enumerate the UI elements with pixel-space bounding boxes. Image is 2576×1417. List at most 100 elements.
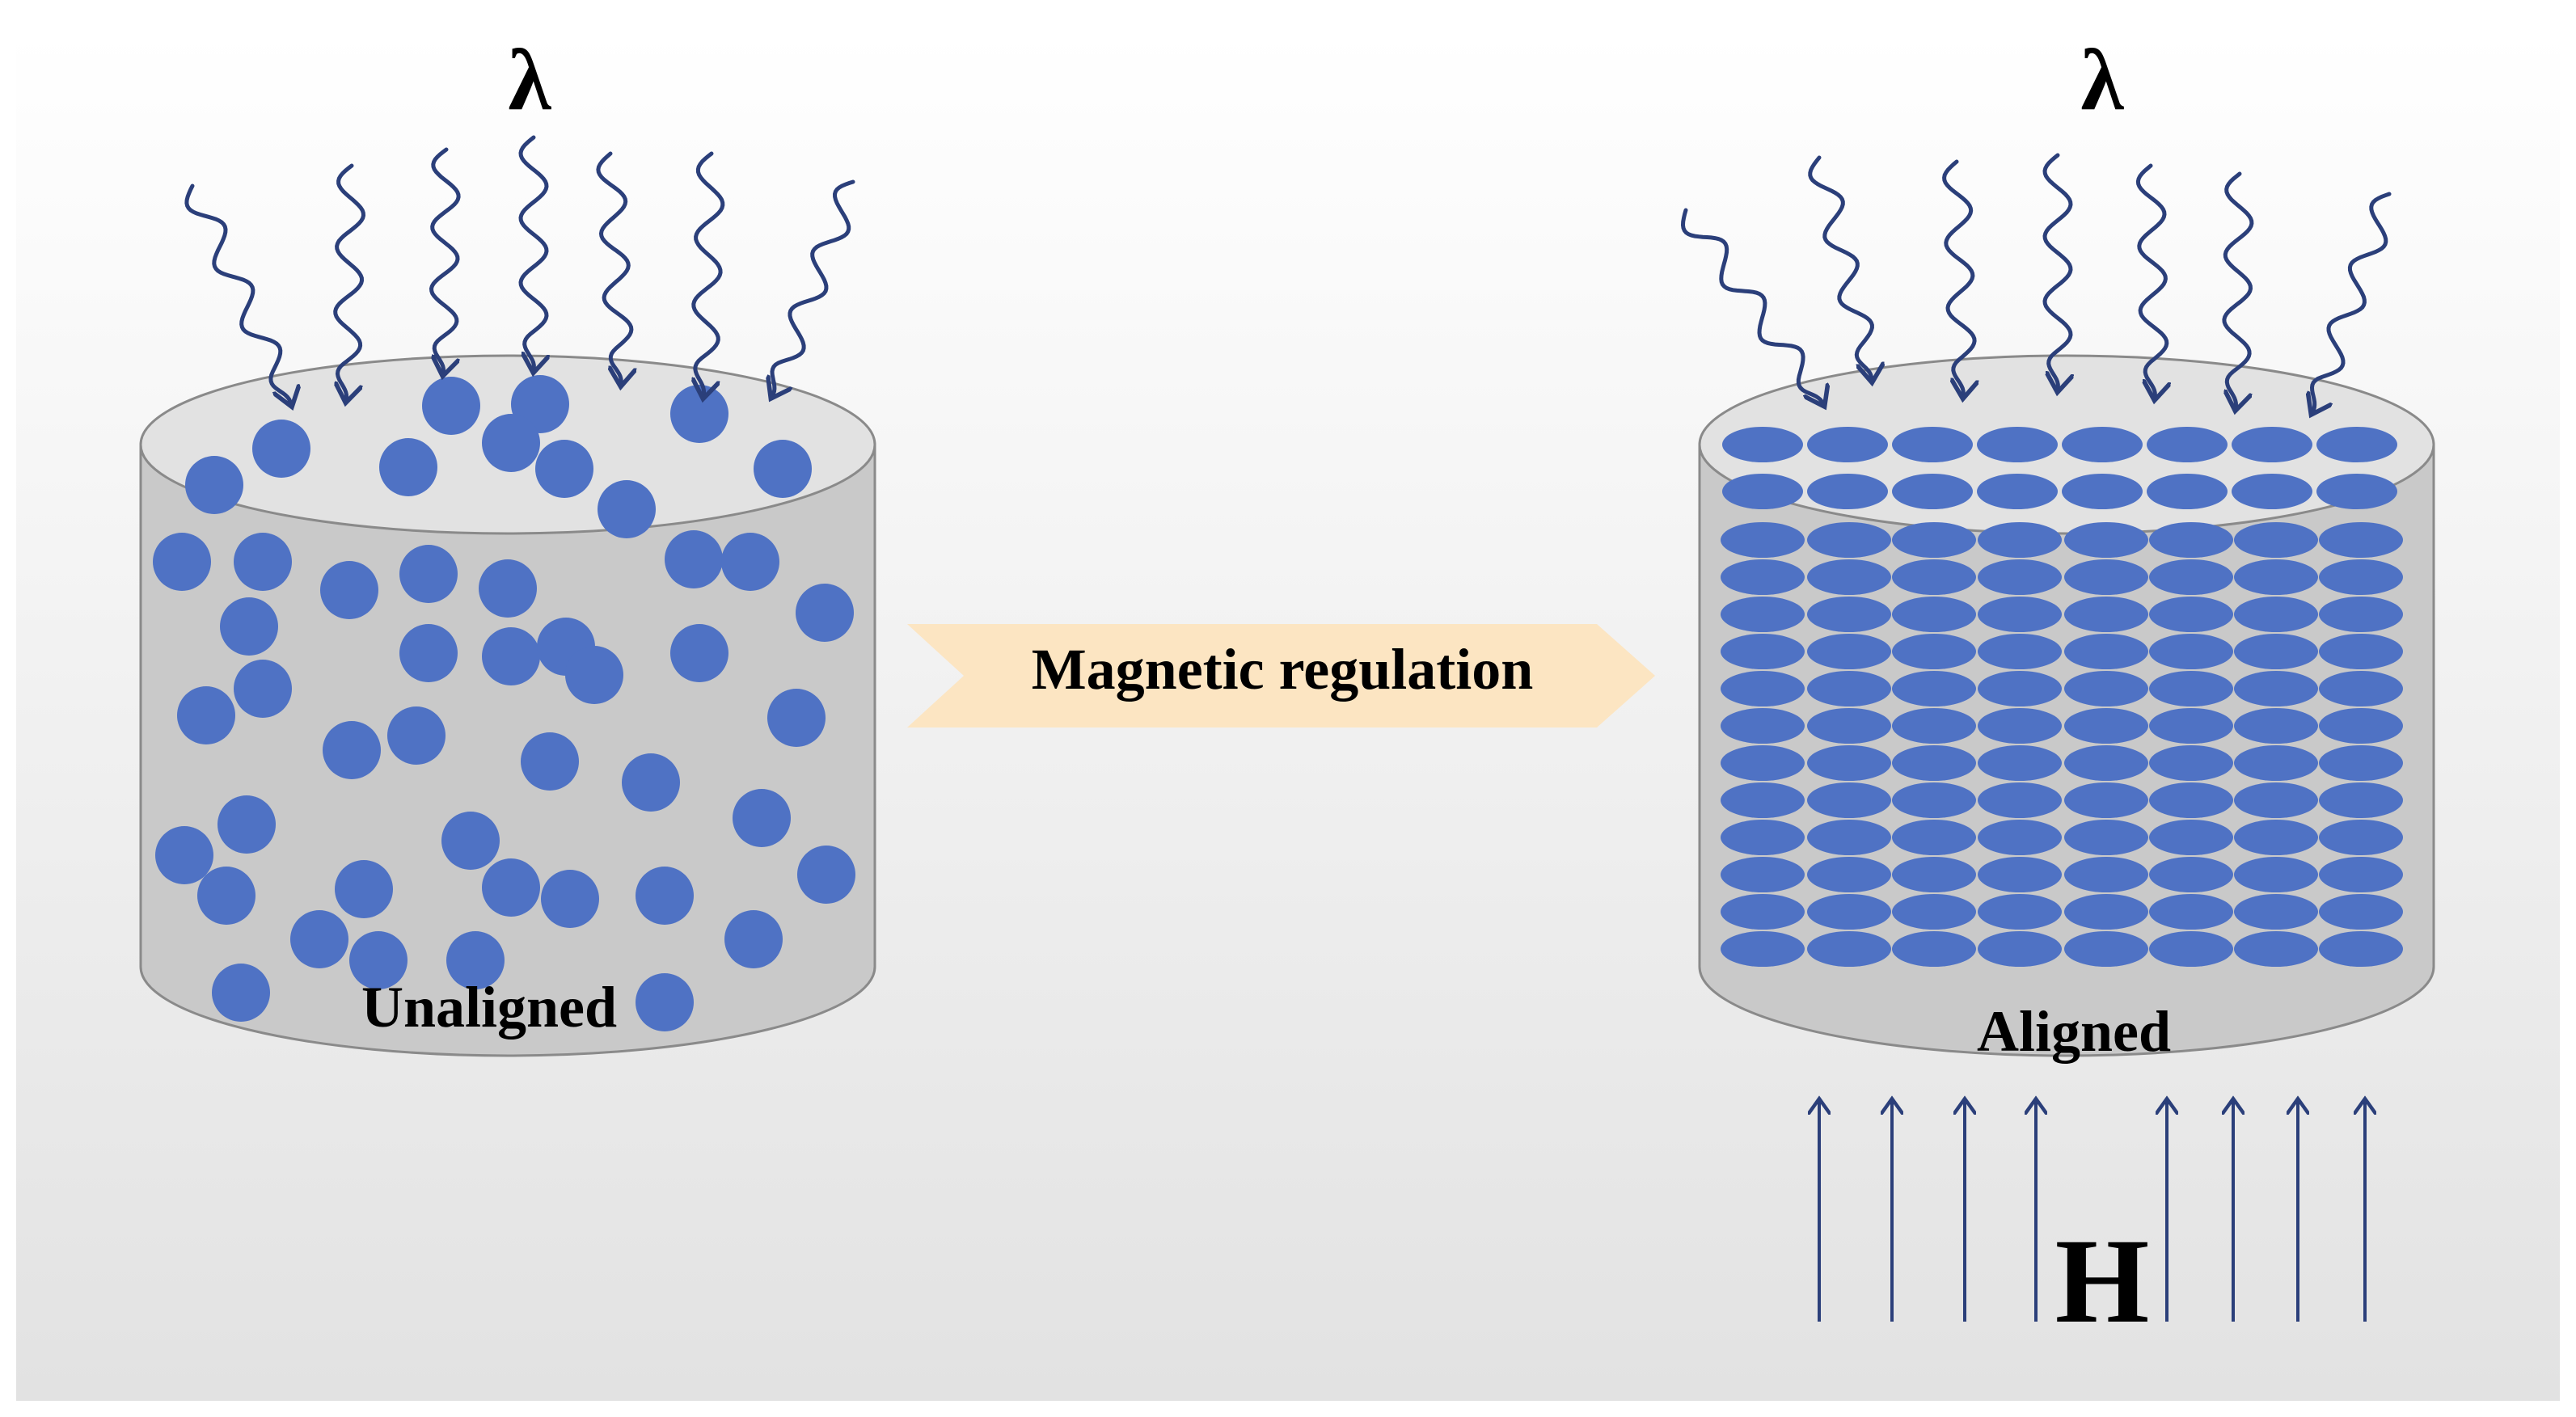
particle (290, 910, 348, 968)
wavy-light-arrow (694, 151, 725, 396)
aligned-particle (2147, 474, 2228, 509)
aligned-particle (2234, 522, 2318, 558)
aligned-cylinder (1698, 354, 2435, 1057)
aligned-particle (2234, 597, 2318, 632)
aligned-particle (1721, 671, 1805, 706)
particle (212, 964, 270, 1022)
transition-arrow-shape (907, 624, 1655, 727)
wavy-light-arrow (1808, 155, 1873, 380)
aligned-particle (1807, 782, 1891, 818)
wavy-light-arrow (2222, 171, 2254, 408)
particle (217, 795, 276, 854)
aligned-particle (2234, 708, 2318, 744)
aligned-particle (1721, 522, 1805, 558)
aligned-particle (1807, 820, 1891, 855)
aligned-particle (1892, 894, 1976, 930)
particle (797, 846, 855, 904)
particle (482, 627, 540, 685)
aligned-particle (1721, 820, 1805, 855)
aligned-particle (2149, 894, 2233, 930)
aligned-particle (1978, 634, 2062, 669)
aligned-particle (2319, 857, 2403, 892)
particle (399, 624, 458, 682)
aligned-particle (1721, 634, 1805, 669)
particle (320, 561, 378, 619)
aligned-particle (2232, 474, 2312, 509)
aligned-particle (1978, 708, 2062, 744)
aligned-particle (1978, 782, 2062, 818)
aligned-particle (2149, 745, 2233, 781)
aligned-particle (2064, 634, 2148, 669)
magnetic-field-symbol: H (2055, 1214, 2150, 1348)
aligned-particle (1977, 474, 2058, 509)
particle (185, 456, 243, 514)
aligned-particle (1892, 708, 1976, 744)
aligned-particle (1807, 522, 1891, 558)
aligned-particle (2064, 931, 2148, 967)
aligned-particle (1892, 427, 1973, 462)
aligned-particle (1722, 427, 1803, 462)
wavy-light-arrow (1680, 208, 1824, 404)
aligned-particle (2319, 597, 2403, 632)
aligned-particle (2064, 820, 2148, 855)
particle (721, 533, 779, 591)
particle (441, 812, 500, 870)
aligned-particle (2064, 857, 2148, 892)
aligned-incident-light-group (1680, 153, 2392, 412)
particle (636, 867, 694, 925)
particle (446, 931, 505, 989)
aligned-particle-group (1721, 427, 2403, 967)
particle (521, 732, 579, 791)
aligned-particle (2319, 559, 2403, 595)
aligned-particle (1892, 745, 1976, 781)
aligned-particle (1807, 857, 1891, 892)
aligned-particle (2234, 559, 2318, 595)
aligned-particle (2147, 427, 2228, 462)
aligned-particle (2234, 671, 2318, 706)
particle (323, 721, 381, 779)
aligned-particle (2149, 671, 2233, 706)
aligned-particle (1978, 671, 2062, 706)
aligned-particle (1807, 708, 1891, 744)
aligned-particle (1807, 745, 1891, 781)
aligned-particle (2064, 671, 2148, 706)
aligned-particle (1978, 597, 2062, 632)
wavy-light-arrow (429, 147, 461, 373)
particle (665, 530, 723, 588)
aligned-particle (2064, 708, 2148, 744)
aligned-particle (2234, 857, 2318, 892)
particle (479, 559, 537, 618)
particle (379, 438, 437, 496)
aligned-particle (2064, 782, 2148, 818)
aligned-particle (1978, 559, 2062, 595)
aligned-particle (2234, 634, 2318, 669)
aligned-particle (2064, 894, 2148, 930)
aligned-particle (2064, 559, 2148, 595)
particle (767, 689, 826, 747)
aligned-particle (1722, 474, 1803, 509)
unaligned-label: Unaligned (361, 975, 617, 1040)
particle (670, 385, 728, 443)
aligned-particle (2234, 782, 2318, 818)
particle (234, 660, 292, 718)
particle (177, 686, 235, 744)
wavy-light-arrow (2042, 153, 2071, 390)
aligned-particle (1892, 634, 1976, 669)
unaligned-incident-light-group (184, 135, 855, 404)
aligned-particle (1721, 782, 1805, 818)
unaligned-cylinder (139, 354, 876, 1057)
aligned-particle (2319, 671, 2403, 706)
unaligned-wavelength-symbol: λ (508, 32, 551, 129)
particle (754, 440, 812, 498)
aligned-particle (2149, 820, 2233, 855)
aligned-particle (1807, 474, 1888, 509)
aligned-particle (1978, 745, 2062, 781)
particle (153, 533, 211, 591)
aligned-particle (2234, 894, 2318, 930)
aligned-particle (2064, 745, 2148, 781)
aligned-particle (2149, 782, 2233, 818)
particle (252, 420, 310, 478)
aligned-particle (2319, 745, 2403, 781)
aligned-particle (1978, 931, 2062, 967)
